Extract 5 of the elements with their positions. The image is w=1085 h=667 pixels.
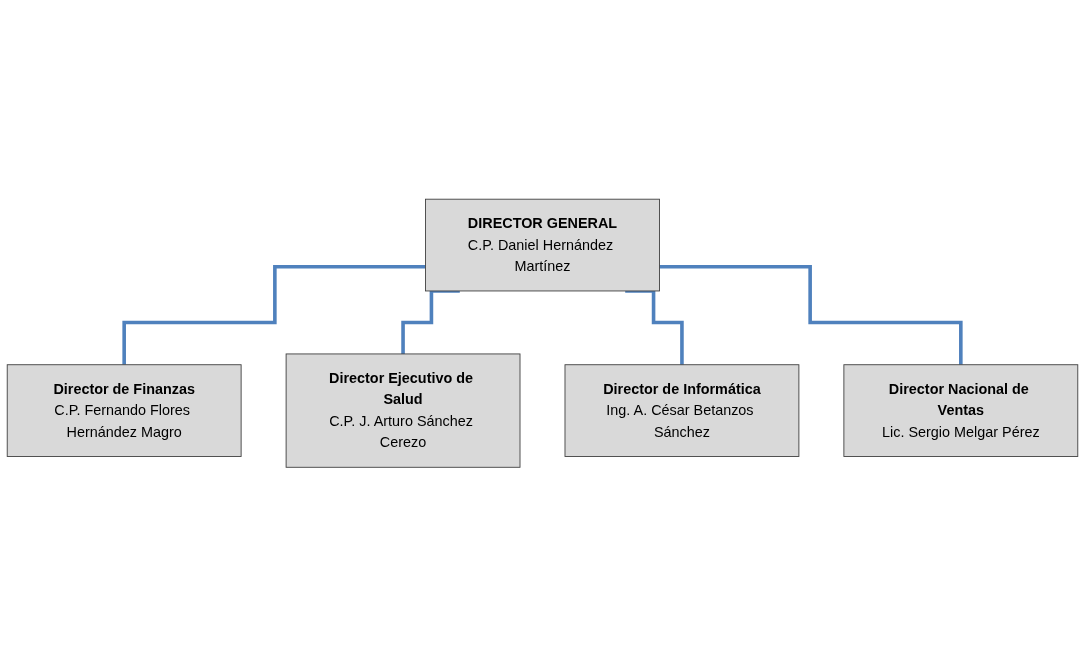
node-box: Director de Informática Ing. A. César Betanzos Sánchez: [564, 364, 800, 458]
node-box: Director de Finanzas C.P. Fernando Flores Hernández Magro: [6, 364, 242, 458]
node-box: Director Ejecutivo de Salud C.P. J. Arturo Sánchez Cerezo: [285, 353, 521, 468]
node-box: DIRECTOR GENERAL C.P. Daniel Hernández Martínez: [425, 199, 660, 292]
node-box: Director Nacional de Ventas Lic. Sergio Melgar Pérez: [843, 364, 1079, 458]
